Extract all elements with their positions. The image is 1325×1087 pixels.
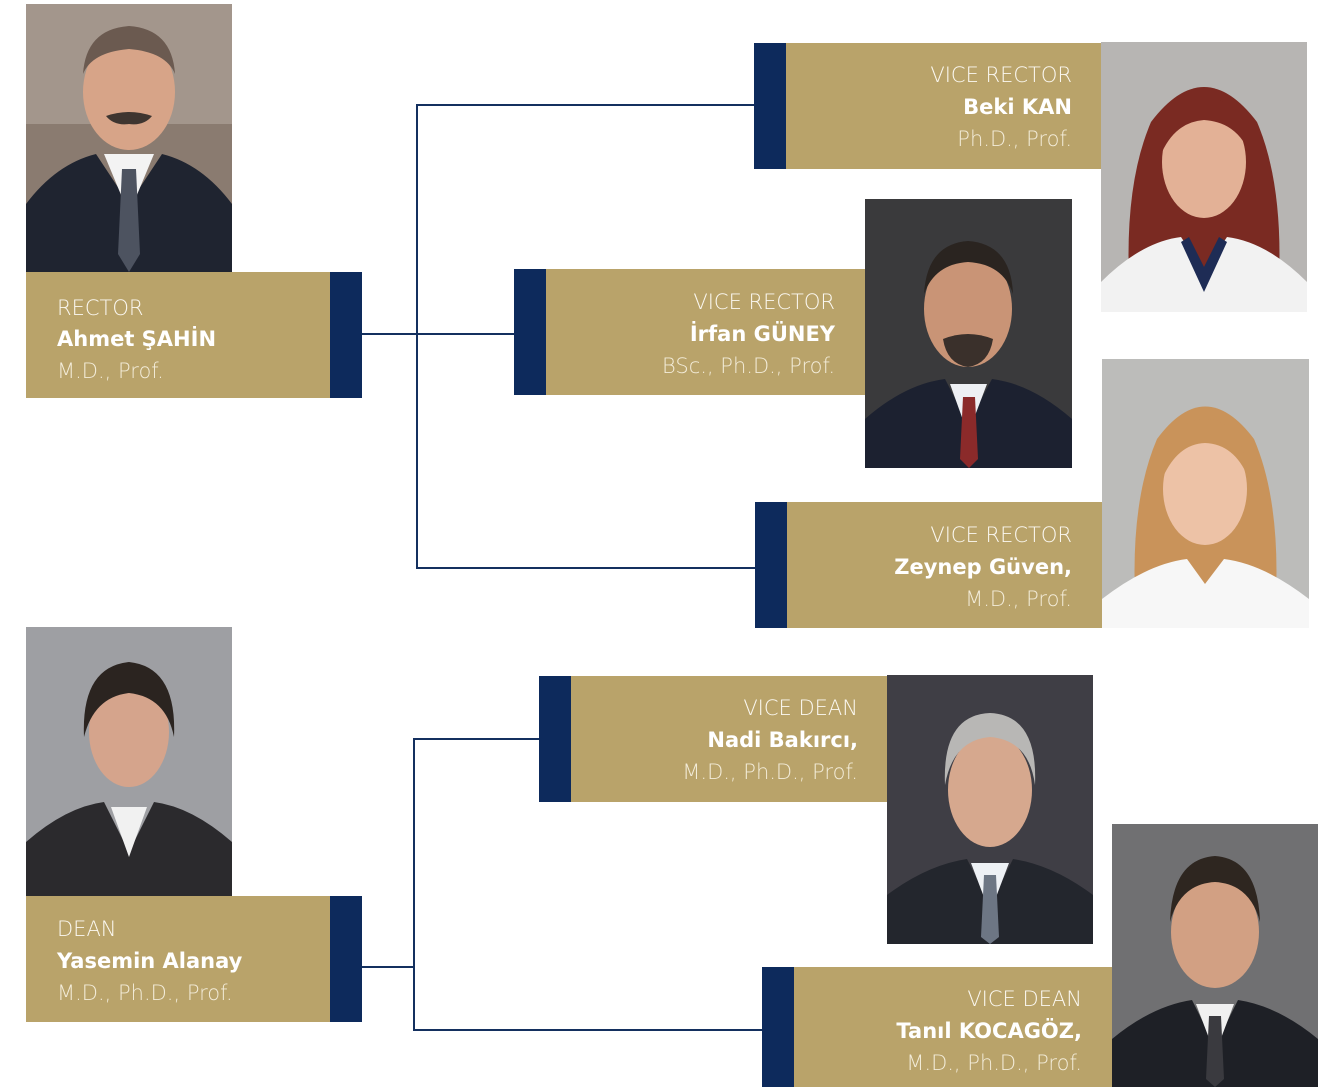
vice-dean-1-photo bbox=[887, 675, 1093, 944]
connector-vice-dean-2 bbox=[413, 1029, 762, 1031]
vice-rector-3-role: VICE RECTOR bbox=[930, 523, 1072, 547]
connector-dean-trunk bbox=[362, 966, 414, 968]
vice-rector-3-card: VICE RECTOR Zeynep Güven, M.D., Prof. bbox=[787, 502, 1104, 628]
dean-card: DEAN Yasemin Alanay M.D., Ph.D., Prof. bbox=[26, 896, 362, 1022]
connector-rector-trunk bbox=[362, 333, 418, 335]
vice-rector-2-role: VICE RECTOR bbox=[693, 290, 835, 314]
vice-rector-2-degree: BSc., Ph.D., Prof. bbox=[662, 354, 835, 378]
vice-dean-2-name: Tanıl KOCAGÖZ, bbox=[896, 1019, 1082, 1043]
dean-role: DEAN bbox=[57, 917, 117, 941]
vice-rector-1-card: VICE RECTOR Beki KAN Ph.D., Prof. bbox=[786, 43, 1102, 169]
vice-dean-1-degree: M.D., Ph.D., Prof. bbox=[682, 760, 858, 784]
dean-photo bbox=[26, 627, 232, 896]
vice-dean-1-name: Nadi Bakırcı, bbox=[707, 728, 858, 752]
vice-rector-1-name: Beki KAN bbox=[963, 95, 1072, 119]
dean-accent-bar bbox=[330, 896, 362, 1022]
vice-dean-1-card: VICE DEAN Nadi Bakırcı, M.D., Ph.D., Pro… bbox=[571, 676, 888, 802]
rector-name: Ahmet ŞAHİN bbox=[57, 327, 217, 351]
vice-rector-1-photo bbox=[1101, 42, 1307, 312]
connector-vice-rector-2 bbox=[416, 333, 514, 335]
connector-vice-rector-3 bbox=[416, 567, 756, 569]
vice-dean-2-degree: M.D., Ph.D., Prof. bbox=[906, 1051, 1082, 1075]
vice-rector-3-degree: M.D., Prof. bbox=[965, 587, 1072, 611]
vice-rector-2-accent-bar bbox=[514, 269, 546, 395]
vice-rector-3-accent-bar bbox=[755, 502, 787, 628]
vice-dean-2-photo bbox=[1112, 824, 1318, 1087]
dean-degree: M.D., Ph.D., Prof. bbox=[57, 981, 233, 1005]
dean-name: Yasemin Alanay bbox=[57, 949, 243, 973]
vice-dean-2-card: VICE DEAN Tanıl KOCAGÖZ, M.D., Ph.D., Pr… bbox=[794, 967, 1112, 1087]
vice-rector-3-photo bbox=[1102, 359, 1309, 628]
rector-accent-bar bbox=[330, 272, 362, 398]
rector-degree: M.D., Prof. bbox=[57, 359, 164, 383]
vice-dean-1-role: VICE DEAN bbox=[743, 696, 858, 720]
vice-rector-2-photo bbox=[865, 199, 1072, 468]
vice-dean-2-accent-bar bbox=[762, 967, 794, 1087]
rector-card: RECTOR Ahmet ŞAHİN M.D., Prof. bbox=[26, 272, 362, 398]
vice-rector-2-name: İrfan GÜNEY bbox=[689, 322, 835, 346]
connector-vice-dean-1 bbox=[413, 738, 539, 740]
vice-dean-2-role: VICE DEAN bbox=[967, 987, 1082, 1011]
rector-photo bbox=[26, 4, 232, 272]
vice-dean-1-accent-bar bbox=[539, 676, 571, 802]
vice-rector-1-accent-bar bbox=[754, 43, 786, 169]
connector-rector-vertical bbox=[416, 104, 418, 569]
vice-rector-3-name: Zeynep Güven, bbox=[894, 555, 1072, 579]
vice-rector-1-role: VICE RECTOR bbox=[930, 63, 1072, 87]
vice-rector-2-card: VICE RECTOR İrfan GÜNEY BSc., Ph.D., Pro… bbox=[546, 269, 866, 395]
connector-vice-rector-1 bbox=[416, 104, 754, 106]
connector-dean-vertical bbox=[413, 738, 415, 1031]
rector-role: RECTOR bbox=[57, 296, 144, 320]
vice-rector-1-degree: Ph.D., Prof. bbox=[957, 127, 1072, 151]
